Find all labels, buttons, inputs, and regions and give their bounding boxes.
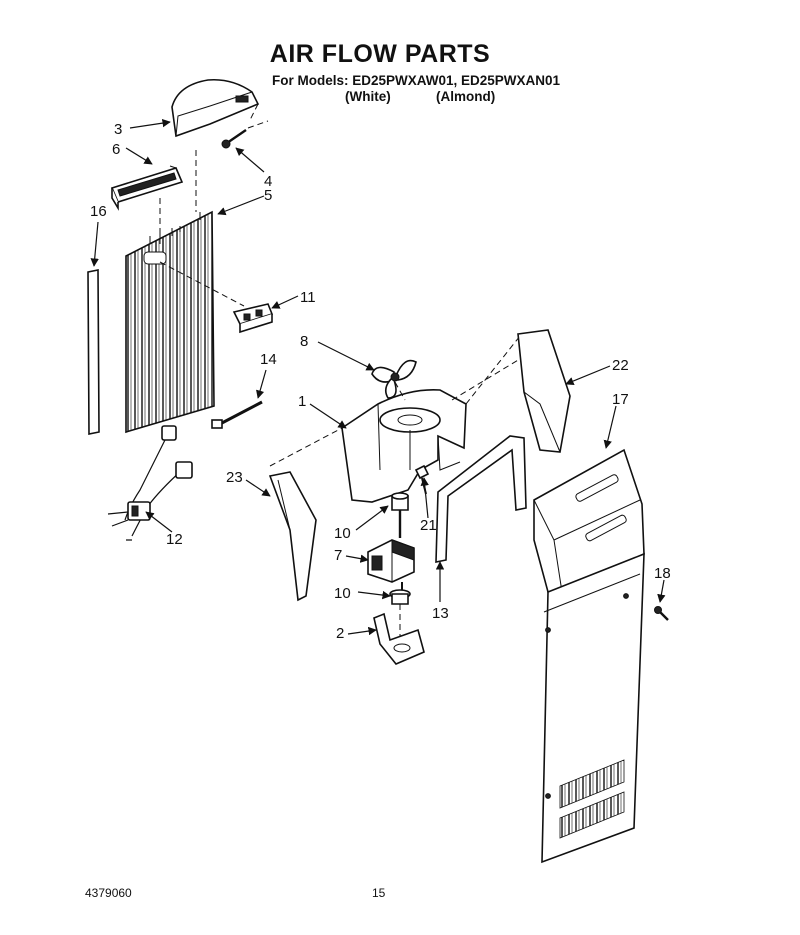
- part-17-air-duct-cover: [533, 448, 645, 864]
- callout-11: 11: [300, 289, 316, 306]
- callout-22: 22: [612, 357, 629, 374]
- part-11-clip: [232, 303, 274, 334]
- callout-7: 7: [334, 547, 342, 564]
- callout-21: 21: [420, 517, 437, 534]
- models-line: For Models: ED25PWXAW01, ED25PWXAN01: [272, 73, 561, 88]
- callout-2: 2: [336, 625, 344, 642]
- page-title: AIR FLOW PARTS: [269, 40, 491, 68]
- color-white-label: (White): [345, 89, 391, 104]
- callout-labels: 3 6 4 5 16 11 14 8 1 22 17 23 10 21 7 13…: [90, 121, 671, 642]
- part-6-grille: [110, 165, 184, 211]
- leader-lines: [90, 118, 666, 636]
- part-22-baffle: [517, 329, 571, 453]
- callout-4: 4: [264, 173, 272, 190]
- callout-6: 6: [112, 141, 120, 158]
- part-1-fan-housing: [269, 335, 549, 503]
- part-21-screw: [414, 464, 430, 495]
- part-12-wiring-harness: [107, 425, 193, 541]
- part-18-screw: [654, 606, 669, 621]
- callout-10-lower: 10: [334, 585, 351, 602]
- callout-13: 13: [432, 605, 449, 622]
- callout-10-upper: 10: [334, 525, 351, 542]
- part-4-screw: [221, 120, 269, 149]
- part-10-lower-bushing: [389, 589, 411, 640]
- page-number: 15: [372, 886, 386, 900]
- callout-23: 23: [226, 469, 243, 486]
- part-23-side-baffle: [268, 471, 317, 602]
- callout-1: 1: [298, 393, 306, 410]
- document-number: 4379060: [85, 886, 132, 900]
- callout-16: 16: [90, 203, 107, 220]
- part-5-evaporator-panel: [125, 150, 245, 434]
- part-2-motor-bracket: [373, 612, 425, 665]
- color-almond-label: (Almond): [436, 89, 496, 104]
- part-16-tube: [87, 269, 100, 435]
- callout-5: 5: [264, 187, 272, 204]
- part-7-fan-motor: [367, 539, 415, 592]
- callout-8: 8: [300, 333, 308, 350]
- part-3-cover: [171, 78, 260, 138]
- callout-14: 14: [260, 351, 277, 368]
- callout-18: 18: [654, 565, 671, 582]
- callout-3: 3: [114, 121, 122, 138]
- callout-17: 17: [612, 391, 629, 408]
- part-8-fan-blade: [371, 359, 417, 399]
- callout-12: 12: [166, 531, 183, 548]
- part-14-probe: [211, 400, 263, 429]
- part-10-upper-bushing: [391, 492, 409, 538]
- part-13-duct: [435, 435, 527, 563]
